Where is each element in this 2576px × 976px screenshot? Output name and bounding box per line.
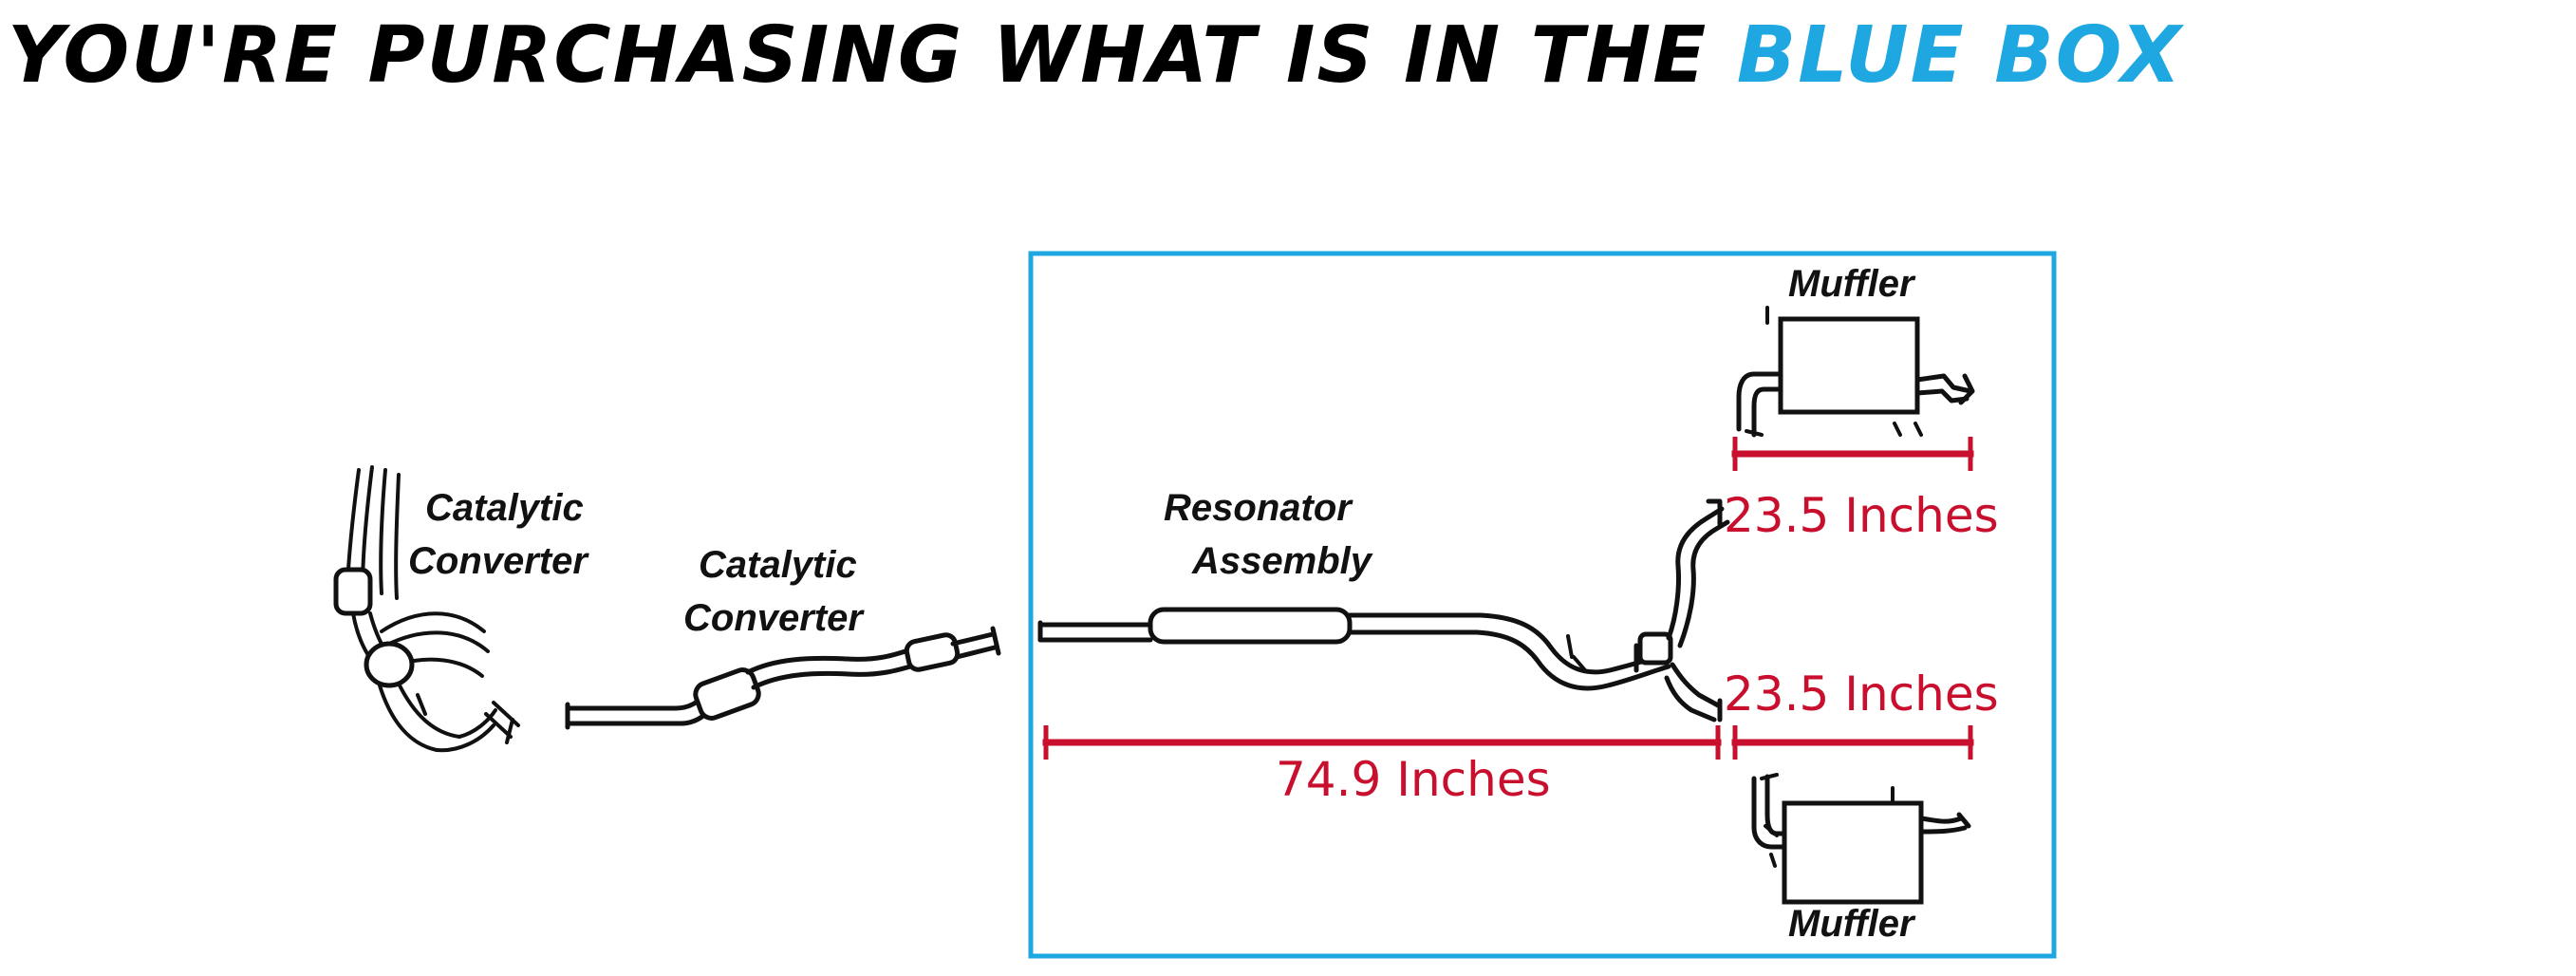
dimension-upper-branch (1731, 437, 1974, 471)
headline-accent: BLUE BOX (1736, 10, 2183, 101)
headline: YOU'RE PURCHASING WHAT IS IN THE BLUE BO… (8, 4, 2570, 108)
label-catalytic-converter-2-line1: Catalytic (699, 544, 857, 586)
dim-label-upper: 23.5 Inches (1724, 488, 1999, 543)
muffler-bottom (1751, 773, 1971, 905)
label-resonator-line1: Resonator (1164, 487, 1353, 529)
blue-box (1028, 251, 2057, 959)
dim-label-lower: 23.5 Inches (1724, 666, 1999, 722)
resonator-assembly (1037, 498, 1730, 723)
label-resonator-line2: Assembly (1191, 540, 1373, 582)
dimension-main (1042, 725, 1722, 760)
muffler-top (1736, 306, 1975, 438)
label-muffler-top: Muffler (1788, 263, 1916, 305)
label-catalytic-converter-1-line2: Converter (408, 540, 589, 582)
label-catalytic-converter-2-line2: Converter (683, 597, 865, 639)
dim-label-main: 74.9 Inches (1276, 752, 1551, 807)
dimension-lower-branch (1731, 725, 1974, 760)
label-catalytic-converter-1-line1: Catalytic (425, 487, 584, 529)
manifold-catalytic-converter (333, 465, 520, 753)
catalytic-converter-pipe (565, 626, 1001, 730)
headline-main: YOU'RE PURCHASING WHAT IS IN THE (8, 10, 1737, 101)
label-muffler-bottom: Muffler (1788, 903, 1916, 945)
